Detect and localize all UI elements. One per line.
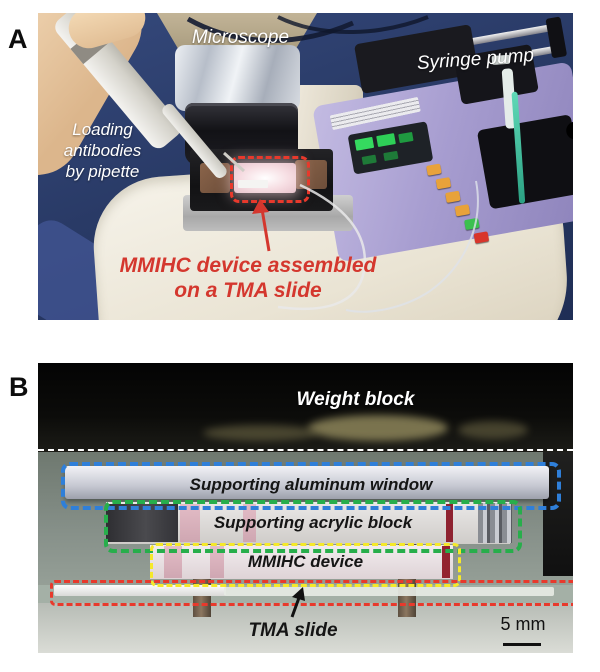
weight-block-label: Weight block: [296, 389, 415, 410]
panel-b-photo: Supporting aluminum window Supporting ac…: [38, 363, 573, 653]
microscope-foil-wrap: [175, 45, 300, 111]
tma-slide-glass: [224, 587, 554, 596]
acrylic-pink-column: [243, 504, 256, 542]
acrylic-pink-column: [180, 504, 200, 542]
aluminum-window-bar: [65, 466, 549, 499]
microscope-annotation: Microscope: [191, 27, 290, 48]
device-pink-streak: [164, 546, 182, 578]
reagent-red-streak: [442, 546, 450, 578]
tma-slide-label: TMA slide: [248, 620, 338, 641]
loading-line-1: Loading: [72, 120, 133, 139]
loading-line-3: by pipette: [65, 162, 140, 181]
device-highlight-box: [230, 156, 310, 203]
display-segment: [361, 154, 377, 165]
loading-line-2: antibodies: [63, 141, 142, 160]
display-segment: [398, 131, 414, 144]
residue-smudge: [203, 425, 318, 441]
reagent-red-streak: [446, 504, 453, 542]
tma-slide-highlight-box: [50, 580, 573, 606]
acrylic-block-highlight-box: Supporting acrylic block: [104, 500, 522, 553]
weight-block-separator-line: [38, 449, 573, 451]
loading-annotation: Loading antibodies by pipette: [40, 119, 165, 182]
residue-smudge: [308, 415, 448, 441]
scale-bar: [503, 643, 541, 646]
tma-slide-frosted-end: [54, 585, 226, 596]
scale-bar-label: 5 mm: [500, 614, 546, 634]
panel-a-photo: Microscope Syringe pump Loading antibodi…: [38, 13, 573, 320]
aluminum-window-highlight-box: Supporting aluminum window: [61, 462, 561, 510]
device-caption-line-1: MMIHC device assembled: [119, 254, 377, 277]
aluminum-window-label: Supporting aluminum window: [189, 475, 433, 494]
residue-smudge: [458, 421, 528, 439]
background-floor: [38, 603, 573, 653]
device-caption: MMIHC device assembled on a TMA slide: [83, 253, 413, 303]
device-pink-streak: [210, 546, 224, 578]
pump-button-red: [473, 231, 490, 244]
display-segment: [376, 133, 396, 148]
display-segment: [354, 136, 375, 151]
weight-block: [38, 363, 573, 452]
panel-a-letter: A: [8, 24, 28, 54]
acrylic-dark-section: [106, 504, 178, 542]
mmihc-device-highlight-box: MMIHC device: [150, 543, 461, 587]
mmihc-device-label: MMIHC device: [247, 552, 364, 571]
pump-pusher-block: [476, 114, 573, 210]
acrylic-block-label: Supporting acrylic block: [213, 513, 413, 532]
panel-b-letter: B: [9, 372, 29, 402]
device-label-chip: [238, 180, 268, 188]
display-segment: [383, 150, 399, 162]
device-caption-line-2: on a TMA slide: [174, 279, 322, 302]
